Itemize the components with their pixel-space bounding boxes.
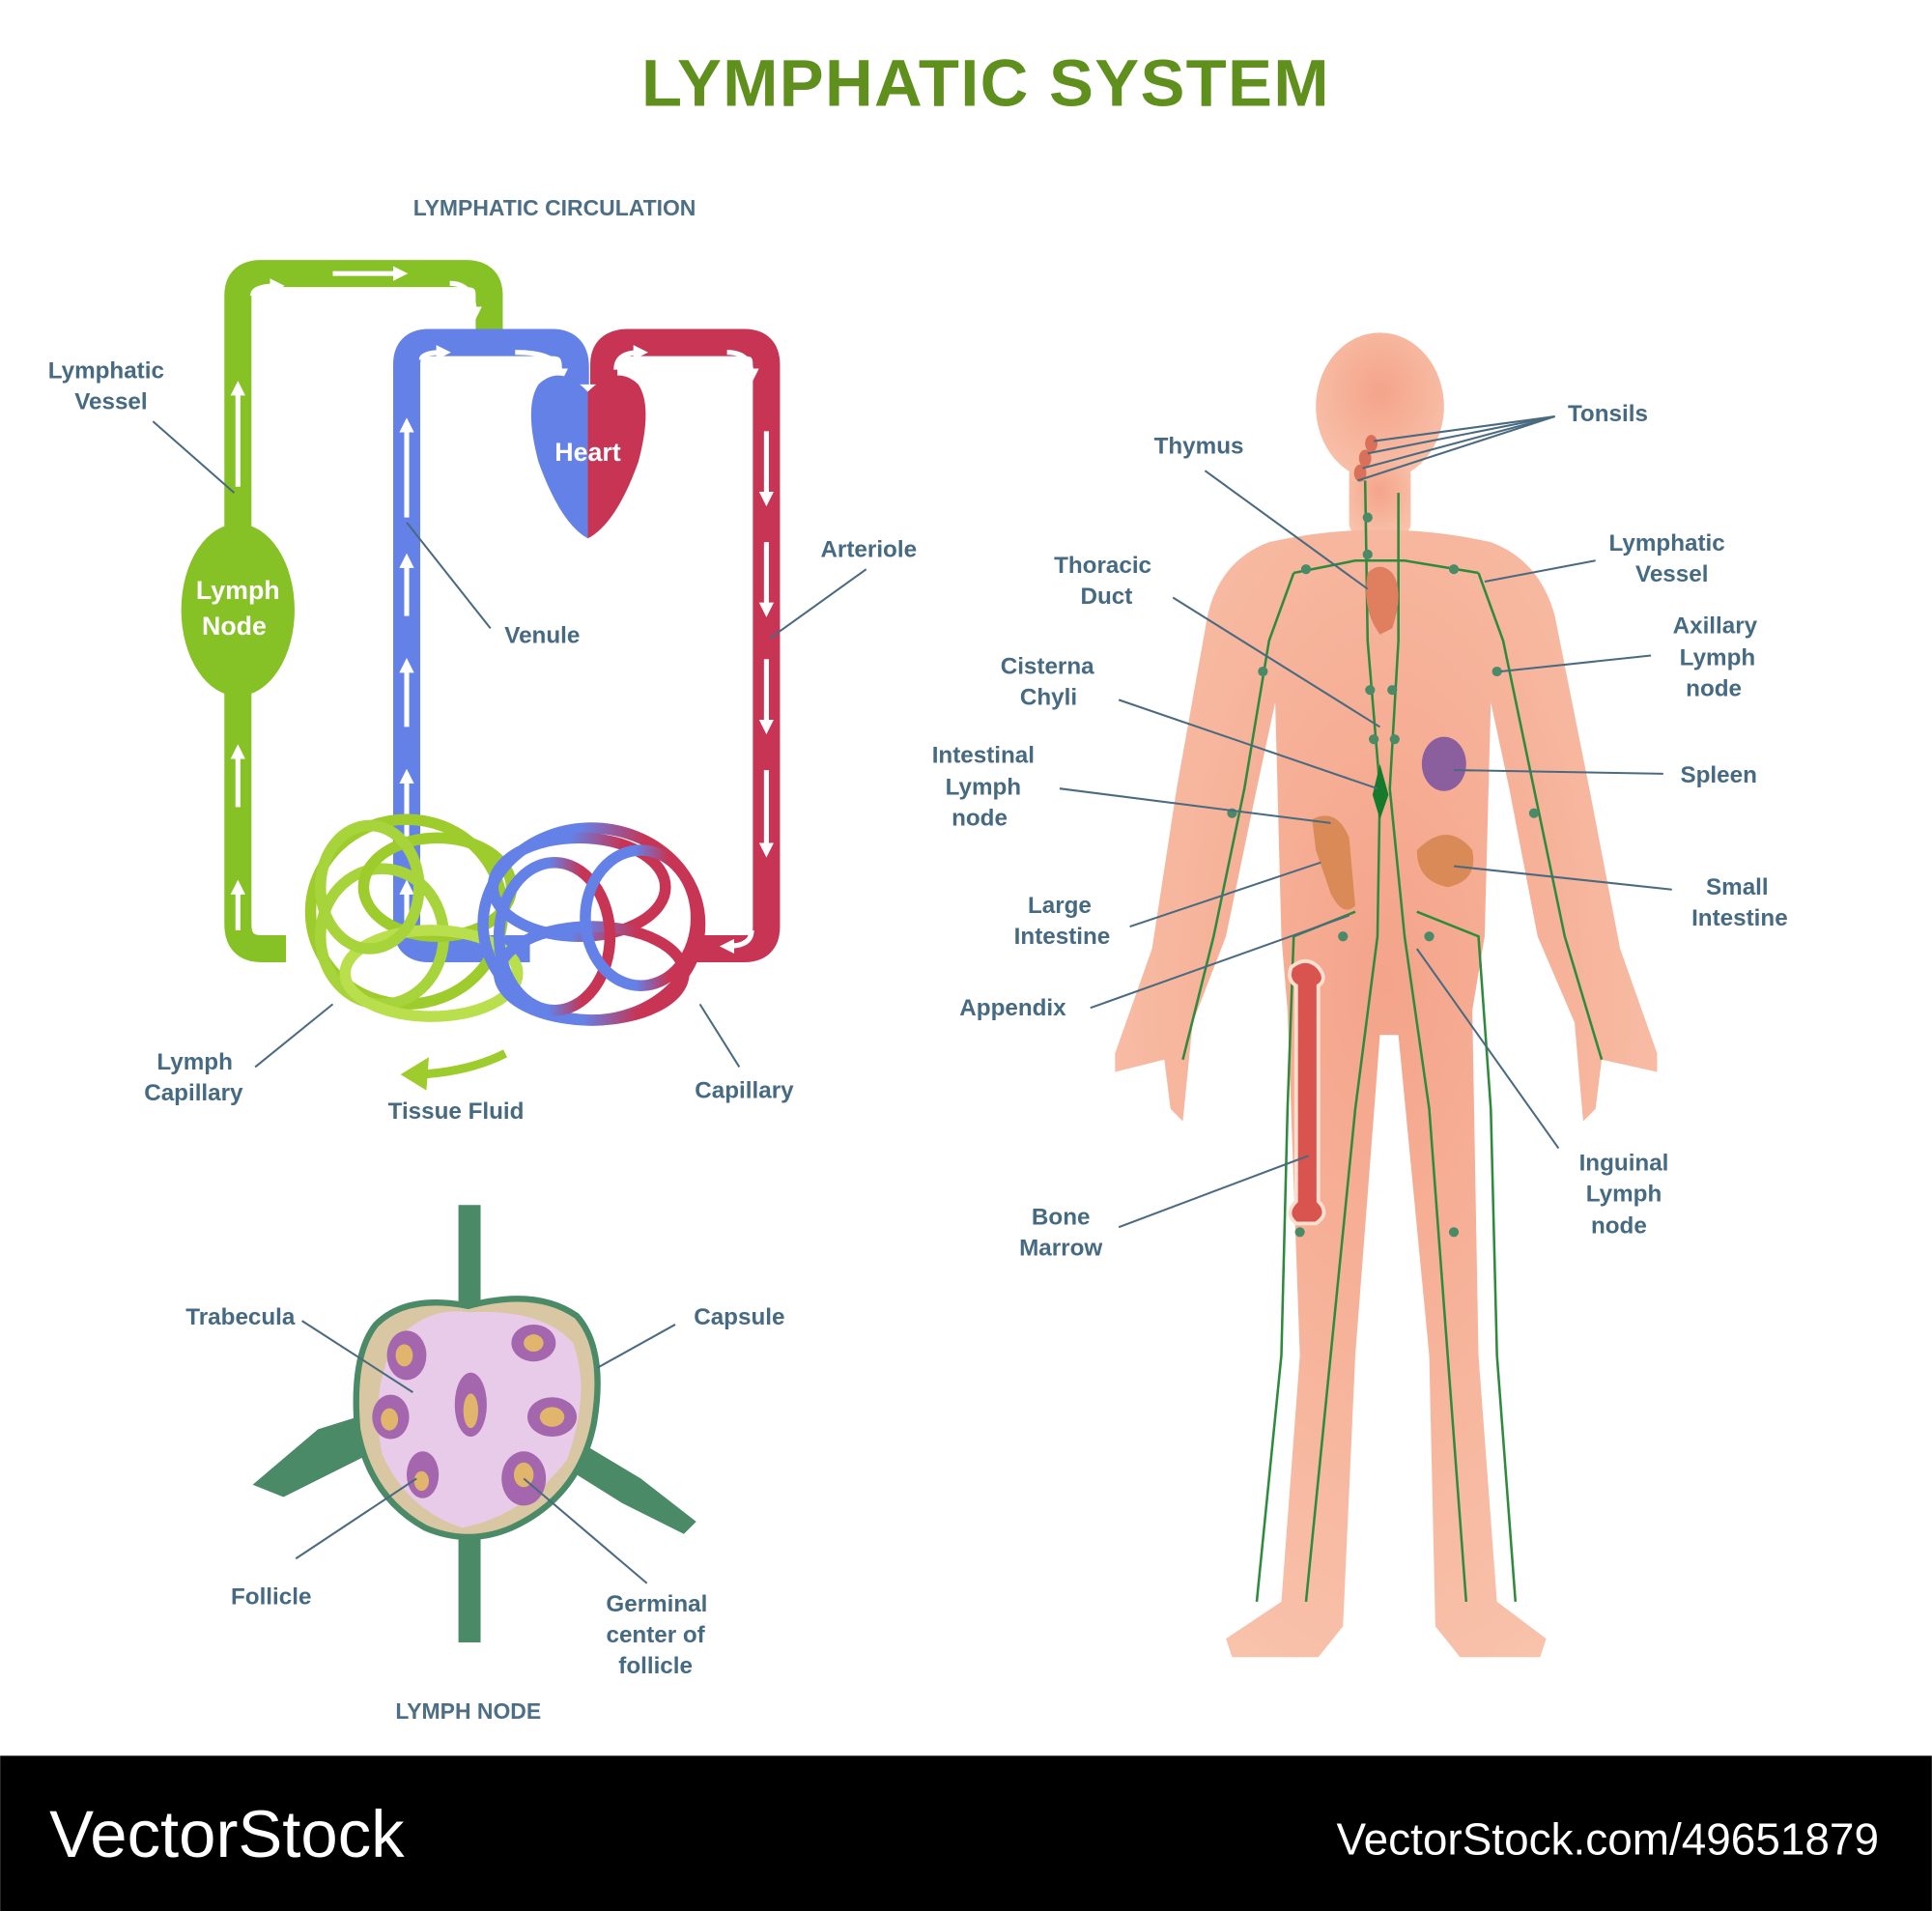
label-lymphatic-vessel-body-2: Vessel: [1635, 561, 1708, 587]
label-capillary: Capillary: [695, 1077, 794, 1103]
arteriole-flow-arrows: [613, 345, 775, 955]
label-bone-marrow-2: Marrow: [1019, 1236, 1102, 1262]
label-inguinal-1: Inguinal: [1579, 1151, 1669, 1177]
lymph-node-heading: LYMPH NODE: [395, 1698, 541, 1724]
label-tissue-fluid: Tissue Fluid: [388, 1098, 525, 1125]
tonsil: [1365, 435, 1378, 453]
leader-lymphatic-vessel: [152, 420, 236, 494]
small-intestine-organ: [1416, 835, 1474, 888]
heart-icon: Heart: [530, 375, 646, 539]
label-lymphatic-vessel-2: Vessel: [74, 388, 147, 414]
label-follicle: Follicle: [231, 1583, 311, 1610]
leader-axillary: [1500, 654, 1652, 673]
bone-marrow-organ: [1288, 958, 1326, 1226]
human-body-diagram: Tonsils Thymus Thoracic Duct Lymphatic V…: [932, 332, 1788, 1658]
leader-germinal-center: [523, 1477, 648, 1584]
leader-cisterna-chyli: [1118, 699, 1378, 790]
blood-capillary-bed: [477, 822, 706, 1026]
lymph-node-inner-label-2: Node: [202, 612, 267, 641]
label-axillary-1: Axillary: [1673, 613, 1758, 640]
label-spleen: Spleen: [1681, 762, 1757, 788]
label-lymphatic-vessel-body-1: Lymphatic: [1609, 530, 1725, 556]
label-large-intestine-1: Large: [1028, 893, 1092, 919]
afferent-vessel-left: [252, 1416, 370, 1497]
lymph-flow-arrows: [230, 266, 482, 930]
label-germinal-3: follicle: [618, 1653, 693, 1679]
tissue-fluid-arrow: [418, 1049, 508, 1079]
label-thoracic-duct-2: Duct: [1080, 584, 1132, 610]
leader-follicle: [295, 1477, 417, 1560]
lymphatic-circulation-diagram: LYMPHATIC CIRCULATION Lymph Node: [48, 195, 917, 1125]
label-lymph-capillary-1: Lymph: [156, 1049, 233, 1075]
afferent-vessel-right: [573, 1441, 696, 1534]
circulation-heading: LYMPHATIC CIRCULATION: [413, 195, 696, 220]
leader-small-intestine: [1453, 865, 1672, 891]
leader-large-intestine: [1129, 861, 1321, 927]
leader-arteriole: [769, 568, 867, 640]
label-cisterna-1: Cisterna: [1001, 654, 1094, 680]
label-tonsils: Tonsils: [1568, 401, 1648, 427]
large-intestine-organ: [1312, 815, 1355, 910]
leader-capillary: [698, 1003, 741, 1068]
tissue-fluid-arrowhead: [400, 1057, 429, 1091]
label-capsule: Capsule: [694, 1304, 784, 1330]
label-trabecula: Trabecula: [185, 1304, 296, 1330]
label-lymph-capillary-2: Capillary: [144, 1080, 243, 1106]
label-germinal-1: Germinal: [606, 1591, 707, 1617]
label-inguinal-3: node: [1591, 1213, 1647, 1240]
leader-thymus: [1204, 470, 1369, 590]
label-axillary-3: node: [1686, 676, 1742, 702]
label-thymus: Thymus: [1154, 433, 1244, 459]
leader-tonsils: [1357, 415, 1555, 482]
leader-inguinal: [1415, 948, 1560, 1150]
leader-thoracic-duct: [1172, 596, 1381, 728]
watermark-url: VectorStock.com/49651879: [1337, 1813, 1879, 1864]
leader-trabecula: [301, 1320, 413, 1393]
follicles: [372, 1324, 578, 1506]
leader-intestinal-lymph-node: [1059, 787, 1331, 824]
label-intestinal-1: Intestinal: [932, 742, 1035, 768]
lymph-node-oval: [181, 524, 295, 697]
spleen-organ: [1421, 736, 1466, 791]
cisterna-chyli-organ: [1372, 763, 1389, 820]
leader-lymphatic-vessel-body: [1484, 559, 1596, 583]
label-axillary-2: Lymph: [1680, 645, 1756, 671]
label-bone-marrow-1: Bone: [1032, 1205, 1091, 1231]
label-appendix: Appendix: [959, 995, 1066, 1021]
leader-spleen: [1454, 769, 1663, 775]
heart-inner-label: Heart: [554, 438, 621, 467]
thymus-organ: [1366, 566, 1399, 635]
label-venule: Venule: [504, 623, 580, 649]
lymph-node-dots: [1227, 512, 1540, 1238]
leader-venule: [406, 522, 492, 630]
label-inguinal-2: Lymph: [1586, 1181, 1662, 1207]
label-intestinal-3: node: [952, 805, 1008, 831]
label-germinal-2: center of: [606, 1622, 705, 1648]
label-small-intestine-1: Small: [1706, 874, 1769, 900]
venule-flow-arrows: [399, 345, 569, 925]
label-large-intestine-2: Intestine: [1014, 924, 1111, 950]
label-thoracic-duct-1: Thoracic: [1054, 553, 1151, 579]
leader-lymph-capillary: [254, 1003, 334, 1069]
label-cisterna-2: Chyli: [1020, 684, 1077, 710]
leader-capsule: [597, 1324, 676, 1369]
label-arteriole: Arteriole: [820, 536, 917, 562]
organs: [1288, 435, 1474, 1226]
body-silhouette: [1115, 332, 1658, 1658]
leader-appendix: [1090, 914, 1350, 1010]
watermark-brand: VectorStock: [49, 1797, 405, 1871]
label-lymphatic-vessel-1: Lymphatic: [48, 358, 164, 385]
arteriole-loop: [590, 328, 781, 963]
lymph-node-diagram: Trabecula Capsule Follicle Germinal cent…: [185, 1205, 784, 1724]
leader-bone-marrow: [1118, 1155, 1309, 1229]
venule-loop: [392, 328, 589, 963]
lymph-node-inner-label-1: Lymph: [196, 576, 280, 605]
lymphatic-vessel-loop: [224, 260, 503, 963]
page-title: LYMPHATIC SYSTEM: [641, 46, 1330, 121]
label-small-intestine-2: Intestine: [1691, 905, 1788, 931]
watermark-footer: [0, 1755, 1932, 1911]
label-intestinal-2: Lymph: [946, 775, 1022, 801]
